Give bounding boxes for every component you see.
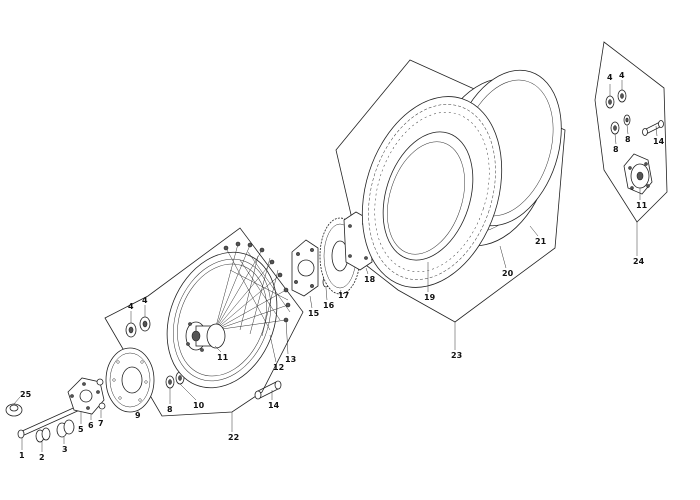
callout-6: 6 — [88, 421, 94, 430]
oil-seal — [165, 375, 175, 389]
callout-21: 21 — [535, 237, 547, 246]
callout-4b: 4 — [142, 296, 148, 305]
callout-5: 5 — [78, 425, 84, 434]
bearings-left — [125, 316, 151, 338]
brake-disc — [105, 347, 155, 413]
spokes — [214, 241, 291, 337]
sprocket-hub-right-group — [623, 153, 653, 195]
seals-right-group — [610, 114, 631, 135]
axle — [17, 403, 84, 439]
callout-4a: 4 — [128, 302, 134, 311]
callout-7: 7 — [98, 419, 104, 428]
group-outline-22 — [104, 227, 304, 417]
callout-4d: 4 — [619, 71, 625, 80]
disc-carrier-plate — [67, 377, 106, 415]
sprocket-carrier — [291, 239, 319, 297]
callout-9: 9 — [135, 411, 141, 420]
callout-16: 16 — [323, 301, 335, 310]
callout-10: 10 — [193, 401, 205, 410]
callout-8c: 8 — [625, 135, 631, 144]
callout-24: 24 — [633, 257, 645, 266]
callout-14: 14 — [268, 401, 280, 410]
callout-17: 17 — [338, 291, 349, 300]
callout-3: 3 — [62, 445, 68, 454]
spacer-tube-right-group — [642, 120, 664, 136]
leader-lines — [13, 80, 658, 452]
spoked-rim — [166, 251, 278, 389]
callout-15: 15 — [308, 309, 320, 318]
callout-8b: 8 — [613, 145, 619, 154]
wheel-hub — [185, 321, 226, 352]
callout-4c: 4 — [607, 73, 613, 82]
group-outline-24 — [594, 41, 668, 223]
callout-13: 13 — [285, 355, 296, 364]
callout-20: 20 — [502, 269, 514, 278]
callout-23: 23 — [451, 351, 462, 360]
callout-19: 19 — [424, 293, 436, 302]
knobby-tire — [361, 96, 503, 288]
spacer-left — [35, 427, 51, 443]
callout-12: 12 — [273, 363, 284, 372]
spacer-mid — [56, 419, 75, 438]
callout-2: 2 — [39, 453, 45, 462]
callout-11b: 11 — [636, 201, 648, 210]
callout-11: 11 — [217, 353, 229, 362]
group-outline-23 — [335, 59, 566, 323]
spacer-tube — [254, 380, 282, 400]
callout-18: 18 — [364, 275, 376, 284]
axle-nut — [5, 403, 23, 417]
callout-14b: 14 — [653, 137, 665, 146]
callout-1: 1 — [19, 451, 25, 460]
callout-labels: 1 2 3 4 4 5 6 7 8 9 10 11 12 13 14 15 16… — [19, 71, 665, 462]
callout-25: 25 — [20, 390, 32, 399]
bearings-right-group — [605, 89, 627, 109]
callout-8: 8 — [167, 405, 173, 414]
callout-22: 22 — [228, 433, 239, 442]
